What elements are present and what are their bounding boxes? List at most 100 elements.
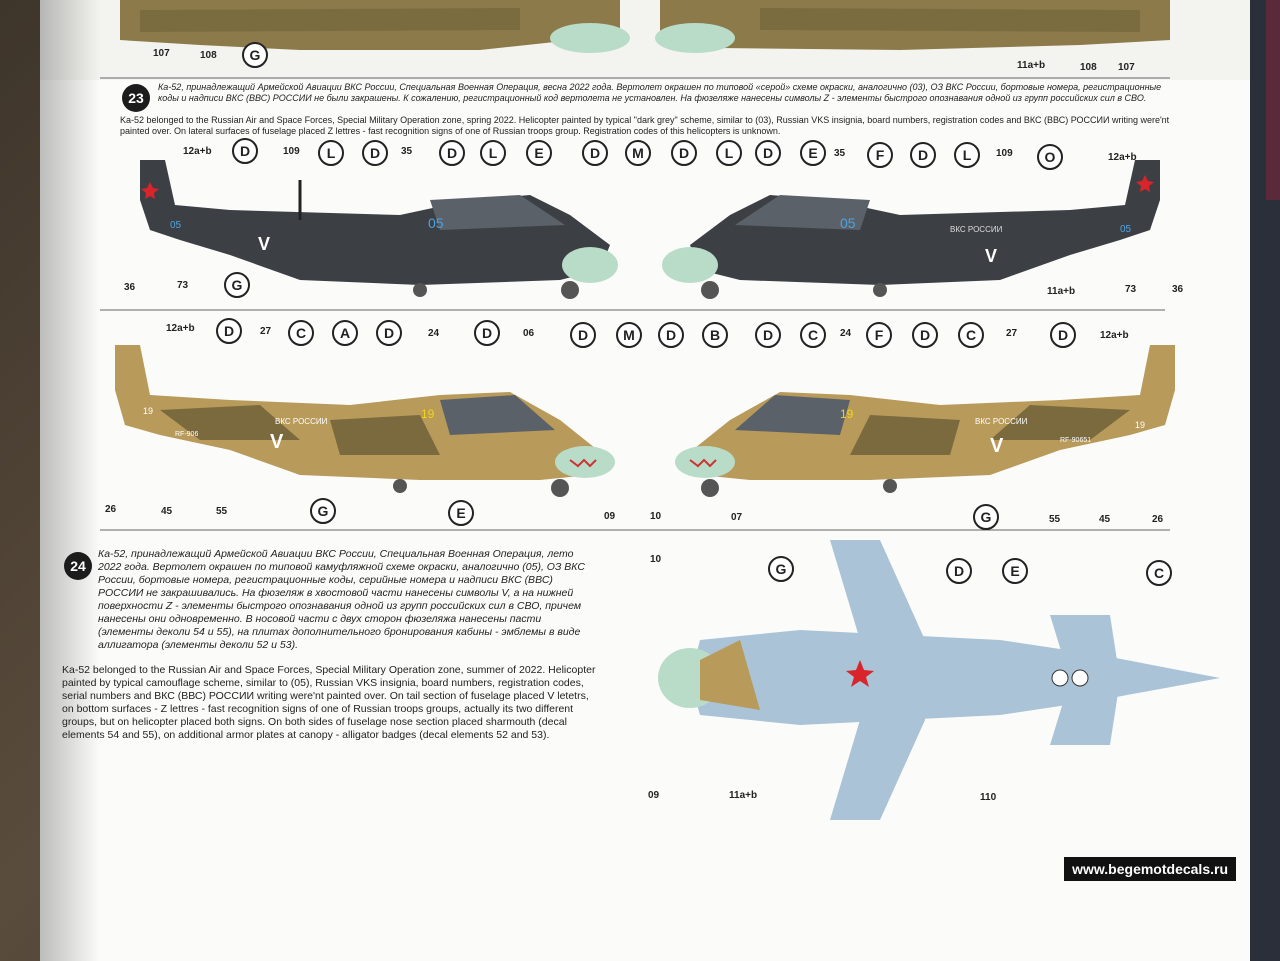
- callout-circle: D: [671, 140, 697, 166]
- svg-text:ВКС РОССИИ: ВКС РОССИИ: [975, 417, 1028, 426]
- svg-text:V: V: [990, 435, 1004, 457]
- callout-number: 35: [834, 148, 846, 159]
- svg-text:19: 19: [421, 407, 435, 421]
- svg-text:05: 05: [1120, 224, 1132, 235]
- top-label: 108: [1080, 62, 1097, 73]
- callout-circle: D: [376, 320, 402, 346]
- callout-number: 73: [177, 280, 189, 291]
- website-label[interactable]: www.begemotdecals.ru: [1064, 857, 1236, 881]
- svg-text:05: 05: [840, 215, 856, 231]
- svg-text:19: 19: [840, 407, 854, 421]
- callout-circle: D: [232, 138, 258, 164]
- section-23-badge: 23: [122, 84, 150, 112]
- callout-circle: G: [242, 42, 268, 68]
- callout-number: 09: [604, 511, 616, 522]
- callout-number: 12a+b: [183, 146, 212, 157]
- callout-circle: D: [582, 140, 608, 166]
- callout-circle: D: [439, 140, 465, 166]
- callout-circle: D: [474, 320, 500, 346]
- dark-helicopter-left: 05 05 V: [140, 160, 618, 299]
- section-24-en-text: Ka-52 belonged to the Russian Air and Sp…: [62, 664, 596, 741]
- svg-text:05: 05: [170, 220, 182, 231]
- callout-circle: E: [448, 500, 474, 526]
- callout-circle: C: [288, 320, 314, 346]
- callout-number: 36: [1172, 284, 1184, 295]
- callout-number: 07: [731, 512, 743, 523]
- callout-number: 109: [996, 148, 1013, 159]
- top-right-helicopter: [655, 0, 1170, 53]
- callout-number: 06: [523, 328, 535, 339]
- callout-number: 24: [840, 328, 852, 339]
- top-label: 11a+b: [1017, 60, 1046, 71]
- callout-circle: D: [1050, 322, 1076, 348]
- top-label: 107: [153, 48, 170, 59]
- callout-circle: O: [1037, 144, 1063, 170]
- callout-number: 10: [650, 554, 662, 565]
- callout-number: 45: [1099, 514, 1111, 525]
- callout-circle: F: [866, 322, 892, 348]
- callout-number: 109: [283, 146, 300, 157]
- callout-number: 35: [401, 146, 413, 157]
- callout-circle: G: [973, 504, 999, 530]
- background-book-spine-accent: [1266, 0, 1280, 200]
- callout-circle: D: [658, 322, 684, 348]
- callout-number: 12a+b: [166, 323, 195, 334]
- callout-circle: D: [216, 318, 242, 344]
- svg-text:V: V: [270, 431, 284, 453]
- callout-number: 27: [260, 326, 272, 337]
- callout-circle: D: [755, 322, 781, 348]
- callout-number: 55: [216, 506, 228, 517]
- svg-text:RF-906: RF-906: [175, 431, 198, 438]
- callout-circle: D: [912, 322, 938, 348]
- callout-circle: M: [625, 140, 651, 166]
- svg-text:ВКС РОССИИ: ВКС РОССИИ: [950, 225, 1003, 234]
- callout-number: 10: [650, 511, 662, 522]
- callout-circle: D: [570, 322, 596, 348]
- top-left-helicopter: [120, 0, 630, 53]
- callout-number: 36: [124, 282, 136, 293]
- callout-circle: C: [800, 322, 826, 348]
- callout-number: 110: [980, 792, 997, 803]
- section-23-en-text: Ka-52 belonged to the Russian Air and Sp…: [120, 115, 1170, 136]
- callout-number: 24: [428, 328, 440, 339]
- callout-circle: G: [224, 272, 250, 298]
- callout-circle: D: [362, 140, 388, 166]
- svg-text:19: 19: [1135, 420, 1145, 430]
- callout-number: 73: [1125, 284, 1137, 295]
- callout-circle: L: [318, 140, 344, 166]
- callout-circle: L: [716, 140, 742, 166]
- callout-number: 12a+b: [1108, 152, 1137, 163]
- svg-text:V: V: [985, 246, 997, 266]
- dark-helicopter-right: 05 05 ВКС РОССИИ V: [662, 160, 1160, 299]
- callout-number: 45: [161, 506, 173, 517]
- callout-number: 12a+b: [1100, 330, 1129, 341]
- callout-circle: D: [910, 142, 936, 168]
- top-label: 107: [1118, 62, 1135, 73]
- svg-text:V: V: [258, 234, 270, 254]
- callout-number: 26: [1152, 514, 1164, 525]
- callout-number: 26: [105, 504, 117, 515]
- callout-circle: L: [480, 140, 506, 166]
- callout-circle: C: [1146, 560, 1172, 586]
- section-24-ru-text: Ка-52, принадлежащий Армейской Авиации В…: [98, 548, 585, 651]
- section-24-badge: 24: [64, 552, 92, 580]
- callout-circle: B: [702, 322, 728, 348]
- callout-circle: E: [526, 140, 552, 166]
- callout-circle: A: [332, 320, 358, 346]
- callout-circle: C: [958, 322, 984, 348]
- callout-circle: G: [310, 498, 336, 524]
- callout-circle: E: [800, 140, 826, 166]
- top-label: 108: [200, 50, 217, 61]
- spine-shadow: [40, 0, 100, 961]
- callout-circle: F: [867, 142, 893, 168]
- callout-number: 27: [1006, 328, 1018, 339]
- section-23-ru-text: Ка-52, принадлежащий Армейской Авиации В…: [158, 82, 1162, 103]
- callout-circle: E: [1002, 558, 1028, 584]
- callout-number: 55: [1049, 514, 1061, 525]
- callout-number: 09: [648, 790, 660, 801]
- callout-circle: D: [755, 140, 781, 166]
- callout-circle: M: [616, 322, 642, 348]
- svg-text:19: 19: [143, 406, 153, 416]
- callout-circle: G: [768, 556, 794, 582]
